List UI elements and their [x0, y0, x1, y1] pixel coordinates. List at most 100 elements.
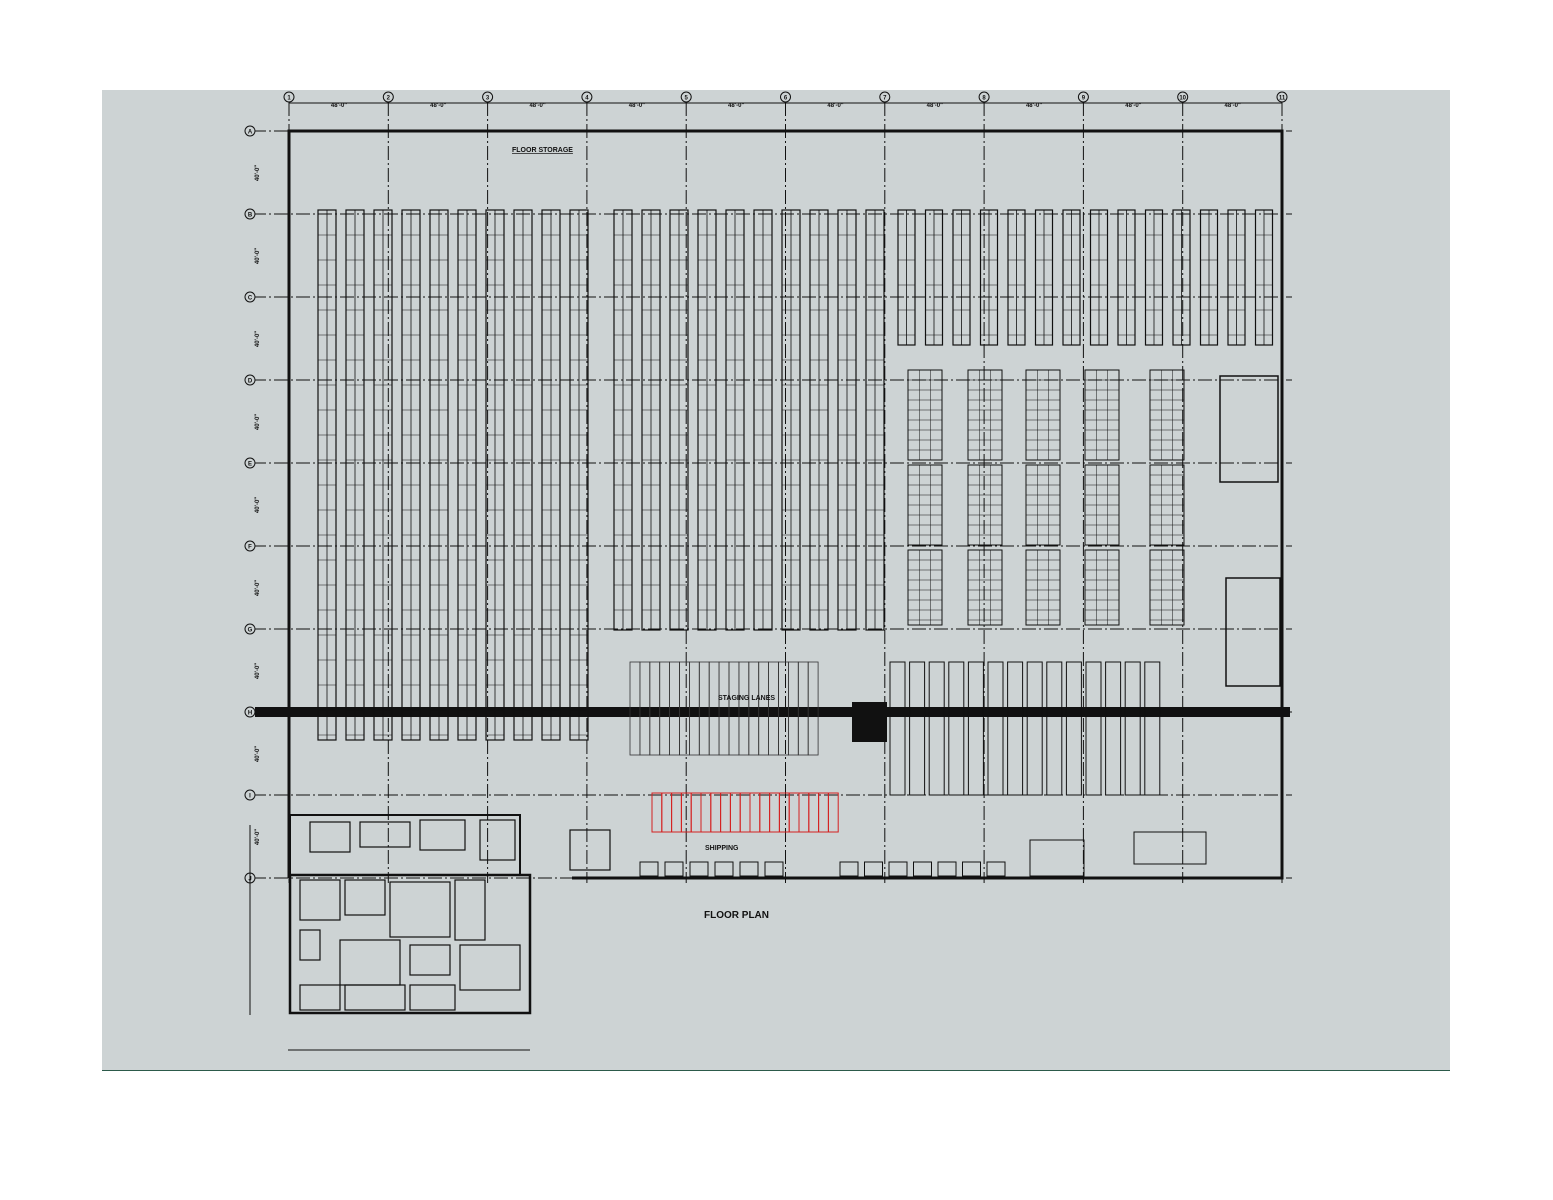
floor-storage-lane [987, 661, 1004, 796]
row-dimension: 40'-0" [255, 663, 261, 679]
column-dimension: 48'-0" [827, 103, 843, 109]
grid-bubble-row [244, 125, 256, 137]
floor-storage-label: FLOOR STORAGE [512, 147, 573, 154]
dock-door [864, 861, 883, 877]
grid-bubble-row [244, 291, 256, 303]
equipment-area [1133, 831, 1207, 865]
grid-label-column: 11 [1279, 96, 1286, 102]
room-lower-right [1225, 577, 1281, 687]
row-dimension: 40'-0" [255, 497, 261, 513]
floor-storage-lane [1046, 661, 1063, 796]
office-room [459, 944, 521, 991]
grid-label-column: 1 [287, 96, 291, 102]
office-room [454, 879, 486, 941]
drawing-title: FLOOR PLAN [704, 910, 769, 921]
grid-bubble-column [879, 91, 891, 103]
office-upper [289, 814, 521, 876]
row-dimension: 40'-0" [255, 165, 261, 181]
sheet-background [102, 90, 1450, 1070]
grid-label-column: 2 [387, 96, 391, 102]
grid-bubble-column [780, 91, 791, 103]
dock-door [937, 861, 957, 877]
staging-lane [807, 661, 819, 756]
grid-bubble-row [244, 457, 256, 469]
storage-racks [317, 209, 1281, 741]
column-dimension: 48'-0" [927, 103, 943, 109]
floor-storage-lane [1105, 661, 1122, 796]
office-area [249, 814, 611, 1051]
grid-label-row: E [248, 462, 252, 468]
dock-door [639, 861, 659, 877]
floor-storage-lane [967, 661, 984, 796]
column-dimension: 48'-0" [331, 103, 347, 109]
highlighted-lane [827, 792, 839, 833]
row-dimension: 40'-0" [255, 414, 261, 430]
column-dimension: 48'-0" [629, 103, 645, 109]
grid-bubble-column [680, 91, 692, 103]
dock-door [664, 861, 684, 877]
column-dimension: 48'-0" [430, 103, 446, 109]
grid-bubble-column [978, 91, 990, 103]
staging-lanes-label: STAGING LANES [718, 695, 775, 702]
shipping-label: SHIPPING [705, 845, 739, 852]
office-room [569, 829, 611, 871]
row-dimension: 40'-0" [255, 248, 261, 264]
grid-bubble-column [581, 91, 593, 103]
grid-bubble-row [244, 374, 256, 386]
floor-plan-drawing: 1 48'-0" 2 48'-0" 3 48'-0" 4 48'-0" 5 48'-0" 6 48'-… [102, 90, 1450, 1070]
floor-storage-lane [909, 661, 926, 796]
office-room [359, 821, 411, 848]
dock-door [839, 861, 859, 877]
floor-storage-lane [1124, 661, 1141, 796]
room-upper-right [1219, 375, 1279, 483]
office-room [419, 819, 466, 851]
dock-door [739, 861, 759, 877]
column-dimension: 48'-0" [1225, 103, 1241, 109]
grid-bubble-row [244, 540, 256, 552]
grid-bubble-column [382, 91, 394, 103]
dock-door [888, 861, 908, 877]
grid-bubble-column [1077, 91, 1089, 103]
grid-bubble-column [1177, 91, 1189, 103]
floor-storage-lane [1007, 661, 1024, 796]
office-room [344, 984, 406, 1011]
grid-bubble-row [244, 208, 256, 220]
dock-area [1029, 839, 1085, 877]
grid-label-row: G [248, 628, 253, 634]
row-dimension: 40'-0" [255, 580, 261, 596]
grid-label-column: 4 [585, 96, 589, 102]
grid-bubble-column [482, 91, 494, 103]
grid-label-column: 3 [486, 96, 490, 102]
office-room [409, 984, 456, 1011]
staging-lanes [629, 661, 1207, 877]
grid-label-column: 9 [1082, 96, 1086, 102]
grid-label-column: 5 [685, 96, 689, 102]
grid-bubble-column [1276, 91, 1288, 103]
exterior-wall [287, 129, 1284, 880]
grid-bubble-row [244, 623, 256, 635]
grid-label-column: 6 [784, 96, 788, 102]
office-room [389, 881, 451, 938]
dock-door [689, 861, 709, 877]
column-block [852, 702, 887, 742]
office-room [409, 944, 451, 976]
grid-label-row: I [249, 794, 251, 800]
floor-storage-lane [1026, 661, 1043, 796]
office-room [309, 821, 351, 853]
grid-label-column: 10 [1179, 96, 1186, 102]
dock-door [764, 861, 784, 877]
grid-label-row: C [248, 296, 253, 302]
row-dimension: 40'-0" [255, 331, 261, 347]
floor-storage-lane [928, 661, 945, 796]
building-walls [255, 129, 1290, 880]
column-dimension: 48'-0" [728, 103, 744, 109]
grid-label-row: A [248, 130, 253, 136]
row-dimension: 40'-0" [255, 829, 261, 845]
column-dimension: 48'-0" [1026, 103, 1042, 109]
floor-storage-lane [1085, 661, 1102, 796]
grid-label-row: H [248, 711, 252, 717]
row-dimension: 40'-0" [255, 746, 261, 762]
grid-label-column: 8 [982, 96, 986, 102]
floor-storage-lane [1144, 661, 1161, 796]
column-dimension: 48'-0" [1125, 103, 1141, 109]
